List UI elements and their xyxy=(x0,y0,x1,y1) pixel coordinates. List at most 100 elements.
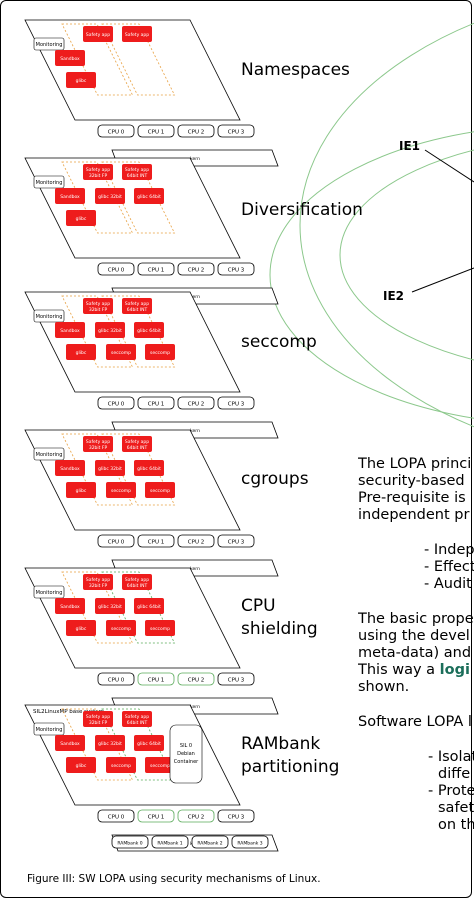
component-box xyxy=(134,460,164,476)
cpu-box xyxy=(97,534,135,548)
cpu-box xyxy=(177,809,215,823)
ie-rings xyxy=(269,22,474,428)
cpu-label: CPU 2 xyxy=(188,268,204,274)
component-label: seccomp xyxy=(111,351,131,356)
monitoring-box xyxy=(33,447,65,461)
component-label: Safety app xyxy=(125,32,149,38)
debian-container xyxy=(169,724,203,784)
component-box xyxy=(106,482,136,498)
cpu-box xyxy=(177,672,215,686)
stage-plate xyxy=(24,19,241,121)
component-label: Sandbox xyxy=(60,741,80,747)
cpu-label: CPU 0 xyxy=(108,678,125,684)
component-box xyxy=(122,298,152,314)
component-box xyxy=(83,574,113,590)
component-box xyxy=(83,711,113,727)
component-label: Safety app xyxy=(86,167,110,173)
component-box xyxy=(95,188,125,204)
ie1-pointer xyxy=(424,149,474,183)
ie2-pointer xyxy=(411,267,474,293)
cpu-box xyxy=(217,262,255,276)
component-label: glibc 64bit xyxy=(137,466,161,472)
cpu-box xyxy=(177,396,215,410)
component-box xyxy=(122,574,152,590)
component-sublabel: 64bit INT xyxy=(127,307,148,313)
cpu-label: CPU 1 xyxy=(148,402,164,408)
component-box xyxy=(66,72,96,88)
cpu-label: CPU 0 xyxy=(108,268,125,274)
cpu-label: CPU 2 xyxy=(188,540,204,546)
component-box xyxy=(106,620,136,636)
cpu-box xyxy=(137,809,175,823)
component-box xyxy=(66,210,96,226)
component-label: glibc 32bit xyxy=(98,328,122,334)
rambank-label: RAMbank 1 xyxy=(157,841,182,847)
component-box xyxy=(55,322,85,338)
system-label: SIL2LinuxMP base system xyxy=(33,709,104,715)
cpu-label: CPU 0 xyxy=(108,402,125,408)
component-label: Sandbox xyxy=(60,328,80,334)
stage-title-cgroups: cgroups xyxy=(241,469,309,489)
component-box xyxy=(55,598,85,614)
container-label: Container xyxy=(174,759,199,765)
cpu-label: CPU 3 xyxy=(228,815,245,821)
component-label: seccomp xyxy=(150,627,170,632)
cpu-label: CPU 1 xyxy=(148,268,164,274)
rambank-label: RAMbank 3 xyxy=(237,841,262,847)
component-box xyxy=(83,298,113,314)
component-label: Safety app xyxy=(125,577,149,583)
cpu-label: CPU 0 xyxy=(108,130,125,136)
container-label: SIL 0 xyxy=(180,743,192,749)
cpu-label: CPU 3 xyxy=(228,678,245,684)
cpu-label: CPU 1 xyxy=(148,130,164,136)
isolation-group xyxy=(101,433,176,506)
component-label: glibc xyxy=(76,78,87,84)
component-label: glibc 32bit xyxy=(98,741,122,747)
component-label: Safety app xyxy=(125,167,149,173)
kernel-label: kern xyxy=(190,704,200,710)
cpu-box xyxy=(137,534,175,548)
component-label: seccomp xyxy=(150,351,170,356)
ie-ring-2 xyxy=(269,131,474,419)
component-label: glibc 64bit xyxy=(137,741,161,747)
cpu-label: CPU 0 xyxy=(108,540,125,546)
component-box xyxy=(83,26,113,42)
cpu-label: CPU 3 xyxy=(228,130,245,136)
kernel-label: kern xyxy=(190,294,200,300)
stage-title-seccomp: seccomp xyxy=(241,332,317,352)
component-box xyxy=(95,322,125,338)
kernel-label: kern xyxy=(190,428,200,434)
component-box xyxy=(134,322,164,338)
component-box xyxy=(55,50,85,66)
stage-title-namespaces: Namespaces xyxy=(241,60,350,80)
component-box xyxy=(106,757,136,773)
monitoring-box xyxy=(33,309,65,323)
component-label: glibc xyxy=(76,216,87,222)
isolation-group xyxy=(101,295,176,368)
component-box xyxy=(145,482,175,498)
cpu-box xyxy=(217,396,255,410)
component-box xyxy=(95,460,125,476)
monitoring-box xyxy=(33,585,65,599)
component-box xyxy=(66,482,96,498)
component-sublabel: 64bit INT xyxy=(127,583,148,589)
component-sublabel: 32bit FP xyxy=(89,720,108,726)
cpu-label: CPU 3 xyxy=(228,268,245,274)
ie-ring-1 xyxy=(299,22,474,428)
cpu-box xyxy=(177,262,215,276)
isolation-group xyxy=(101,23,176,96)
component-label: Safety app xyxy=(125,301,149,307)
monitoring-box xyxy=(33,175,65,189)
cpu-box xyxy=(217,809,255,823)
component-label: Safety app xyxy=(86,32,110,38)
component-label: glibc 64bit xyxy=(137,328,161,334)
cpu-box xyxy=(137,672,175,686)
isolation-group xyxy=(101,161,176,234)
component-box xyxy=(134,735,164,751)
kernel-label: kern xyxy=(190,566,200,572)
component-label: glibc xyxy=(76,626,87,632)
